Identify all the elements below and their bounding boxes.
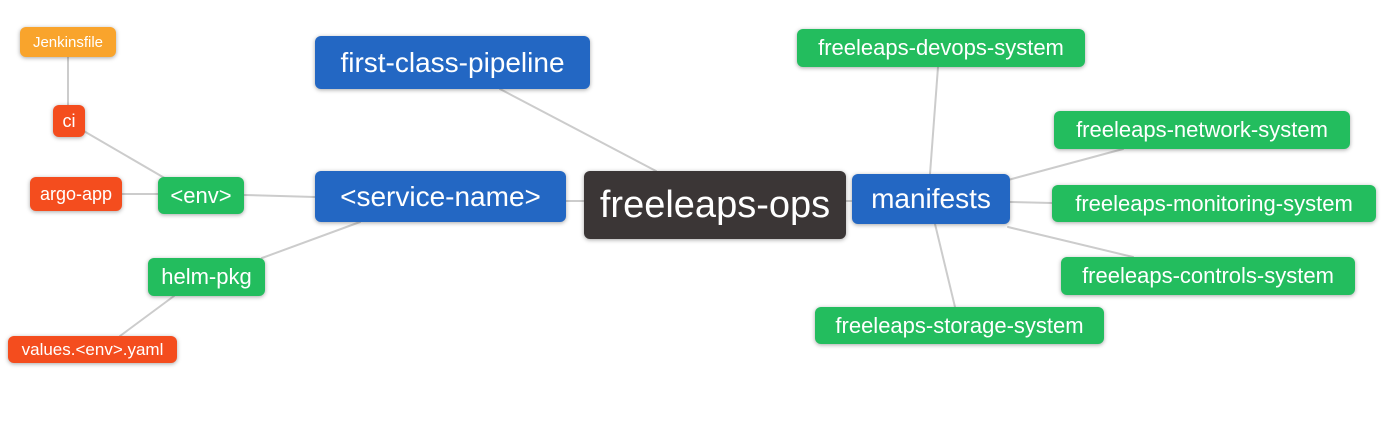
node-ci[interactable]: ci — [53, 105, 85, 137]
edge-manifests-to-freeleaps-network-system — [1007, 148, 1124, 181]
node-jenkinsfile[interactable]: Jenkinsfile — [20, 27, 116, 57]
edge-manifests-to-freeleaps-devops-system — [929, 66, 939, 175]
node-manifests[interactable]: manifests — [852, 174, 1010, 224]
edge-helm-pkg-to-service-name — [261, 221, 361, 259]
node-argo-app[interactable]: argo-app — [30, 177, 122, 211]
node-helm-pkg[interactable]: helm-pkg — [148, 258, 265, 296]
edge-manifests-to-freeleaps-storage-system — [934, 223, 956, 308]
node-freeleaps-controls-system[interactable]: freeleaps-controls-system — [1061, 257, 1355, 295]
node-values-env-yaml[interactable]: values.<env>.yaml — [8, 336, 177, 363]
node-freeleaps-ops[interactable]: freeleaps-ops — [584, 171, 846, 239]
edge-first-class-pipeline-to-freeleaps-ops — [499, 88, 657, 172]
node-freeleaps-monitoring-system[interactable]: freeleaps-monitoring-system — [1052, 185, 1376, 222]
edge-env-to-service-name — [243, 194, 316, 198]
edge-ci-to-env — [81, 129, 169, 181]
node-freeleaps-devops-system[interactable]: freeleaps-devops-system — [797, 29, 1085, 67]
node-service-name[interactable]: <service-name> — [315, 171, 566, 222]
node-first-class-pipeline[interactable]: first-class-pipeline — [315, 36, 590, 89]
edge-manifests-to-freeleaps-controls-system — [1007, 226, 1134, 258]
edge-values-env-yaml-to-helm-pkg — [119, 295, 175, 337]
node-freeleaps-network-system[interactable]: freeleaps-network-system — [1054, 111, 1350, 149]
node-env[interactable]: <env> — [158, 177, 244, 214]
edge-manifests-to-freeleaps-monitoring-system — [1009, 201, 1053, 204]
node-freeleaps-storage-system[interactable]: freeleaps-storage-system — [815, 307, 1104, 344]
